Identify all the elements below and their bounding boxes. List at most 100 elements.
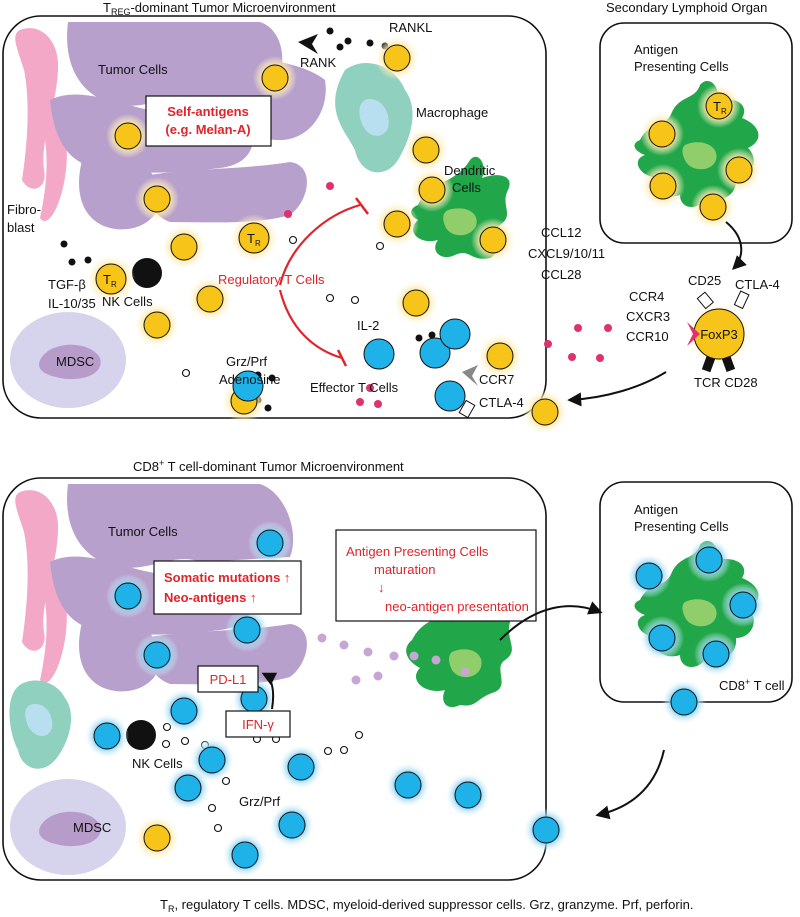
bottom-panel: CD8+ T cell-dominant Tumor Microenvironm… bbox=[2, 458, 568, 881]
macrophage-core bbox=[25, 703, 53, 737]
macrophage-label: Macrophage bbox=[416, 105, 488, 120]
cd8-t-cell bbox=[721, 583, 765, 627]
cd8-t-cell bbox=[106, 574, 150, 618]
mdsc-core bbox=[39, 811, 101, 847]
figure-caption: TR, regulatory T cells. MDSC, myeloid-de… bbox=[160, 897, 693, 914]
apc-maturation-box bbox=[335, 529, 537, 622]
treg-cell bbox=[394, 281, 438, 325]
treg-cell bbox=[478, 334, 522, 378]
cd8-t-cell bbox=[166, 766, 210, 810]
treg-cell bbox=[375, 202, 419, 246]
cd8-t-cell bbox=[524, 808, 568, 852]
somatic-mutations-label: Somatic mutations ↑ bbox=[164, 570, 290, 585]
dendritic-cell-core bbox=[449, 649, 482, 678]
dc-to-slo-arrow bbox=[499, 601, 603, 641]
cd8-t-cell bbox=[248, 521, 292, 565]
bottom-panel-frame bbox=[2, 477, 547, 881]
treg-cell bbox=[471, 218, 515, 262]
cd8-t-cell bbox=[279, 745, 323, 789]
inhibition-bar-lower bbox=[336, 349, 348, 367]
treg-cell bbox=[404, 128, 448, 172]
cd8-t-cell bbox=[386, 763, 430, 807]
effector-t-cell bbox=[363, 338, 395, 370]
mdsc-core bbox=[39, 344, 101, 380]
il2-label: IL-2 bbox=[357, 318, 379, 333]
mdsc-label: MDSC bbox=[56, 354, 94, 369]
self-antigens-label: Self-antigens bbox=[167, 104, 249, 119]
nk-cell bbox=[132, 258, 162, 288]
treg-cell bbox=[162, 225, 206, 269]
treg-cell bbox=[691, 185, 735, 229]
cd8-t-cells bbox=[85, 521, 568, 877]
slo-apc-label: Antigen bbox=[634, 502, 678, 517]
effector-t-cell bbox=[434, 380, 466, 412]
fibroblast-shape bbox=[15, 490, 59, 651]
cd8-t-cell bbox=[694, 632, 738, 676]
macrophage-core bbox=[359, 99, 389, 136]
ccr7-label: CCR7 bbox=[479, 372, 514, 387]
tcr-receptor-icon bbox=[701, 356, 716, 373]
cd8-t-cell bbox=[85, 714, 129, 758]
slo-to-tumor-arrow bbox=[595, 749, 665, 820]
bottom-panel-title: CD8+ T cell-dominant Tumor Microenvironm… bbox=[133, 458, 404, 474]
ccr7-receptor-icon bbox=[462, 365, 478, 386]
cd8-t-cell bbox=[162, 689, 206, 733]
nk-cells-label: NK Cells bbox=[102, 294, 153, 309]
slo-cd8-t-cells bbox=[627, 538, 765, 676]
secondary-lymphoid-organ-bottom: Antigen Presenting Cells CD8+ T cell bbox=[595, 481, 793, 820]
mdsc-label: MDSC bbox=[73, 820, 111, 835]
self-antigens-example: (e.g. Melan-A) bbox=[165, 122, 250, 137]
ccl28-label: CCL28 bbox=[541, 267, 581, 282]
ctla4-receptor-icon bbox=[733, 290, 750, 310]
il10-label: IL-10/35 bbox=[48, 296, 96, 311]
tumor-cell-cluster bbox=[50, 484, 307, 692]
treg-cell bbox=[106, 114, 150, 158]
tcr-cd28-label: TCR CD28 bbox=[694, 375, 758, 390]
fibroblast-label: Fibro- bbox=[7, 202, 41, 217]
cd8-t-cell bbox=[640, 616, 684, 660]
tgf-label: TGF-β bbox=[48, 277, 86, 292]
chemokine-dots bbox=[284, 182, 612, 408]
il2-circles bbox=[181, 235, 385, 378]
effector-t-cells-label: Effector T Cells bbox=[310, 380, 399, 395]
dendritic-cells-label: Dendritic bbox=[444, 163, 496, 178]
top-panel-title: TREG-dominant Tumor Microenvironment bbox=[103, 0, 336, 17]
ifn-to-pdl1-arrow bbox=[261, 672, 278, 710]
rank-label: RANK bbox=[300, 55, 336, 70]
inhibition-bar-upper bbox=[355, 197, 369, 215]
pdl1-box bbox=[197, 665, 259, 693]
somatic-mutations-box bbox=[153, 560, 302, 615]
treg-cell bbox=[697, 84, 741, 128]
ccl12-label: CCL12 bbox=[541, 225, 581, 240]
slo-to-treg-arrow bbox=[725, 221, 747, 270]
self-antigens-box bbox=[145, 95, 272, 147]
treg-cell bbox=[135, 303, 179, 347]
tumor-cells-label: Tumor Cells bbox=[98, 62, 168, 77]
treg-cell bbox=[410, 168, 454, 212]
treg-detail-cell: FoxP3 CD25 CTLA-4 CCR4 CXCR3 CCR10 TCR C… bbox=[567, 273, 780, 407]
treg-cell bbox=[640, 112, 684, 156]
cd25-label: CD25 bbox=[688, 273, 721, 288]
cd8-t-cell bbox=[687, 538, 731, 582]
adenosine-label: Adenosine bbox=[219, 372, 280, 387]
neo-antigens-label: Neo-antigens ↑ bbox=[164, 590, 256, 605]
cd8-t-cell bbox=[627, 554, 671, 598]
ifn-box bbox=[225, 710, 291, 738]
ccr4-label: CCR4 bbox=[629, 289, 664, 304]
treg-cell bbox=[641, 164, 685, 208]
nk-cell bbox=[126, 720, 156, 750]
treg-cell bbox=[717, 148, 761, 192]
cd8-t-cell bbox=[223, 833, 267, 877]
fibroblast-label-2: blast bbox=[7, 220, 35, 235]
grz-prf-label: Grz/Prf bbox=[239, 794, 281, 809]
tumor-cells-label: Tumor Cells bbox=[108, 524, 178, 539]
cd8-t-cell bbox=[225, 608, 269, 652]
effector-t-cell bbox=[232, 370, 264, 402]
cd25-receptor-icon bbox=[696, 291, 715, 310]
treg-to-tumor-arrow bbox=[567, 371, 667, 407]
slo-dendritic-core bbox=[682, 142, 717, 170]
nk-cells-label: NK Cells bbox=[132, 756, 183, 771]
regulatory-t-cells-label: Regulatory T Cells bbox=[218, 272, 325, 287]
cd8-t-cell bbox=[135, 633, 179, 677]
